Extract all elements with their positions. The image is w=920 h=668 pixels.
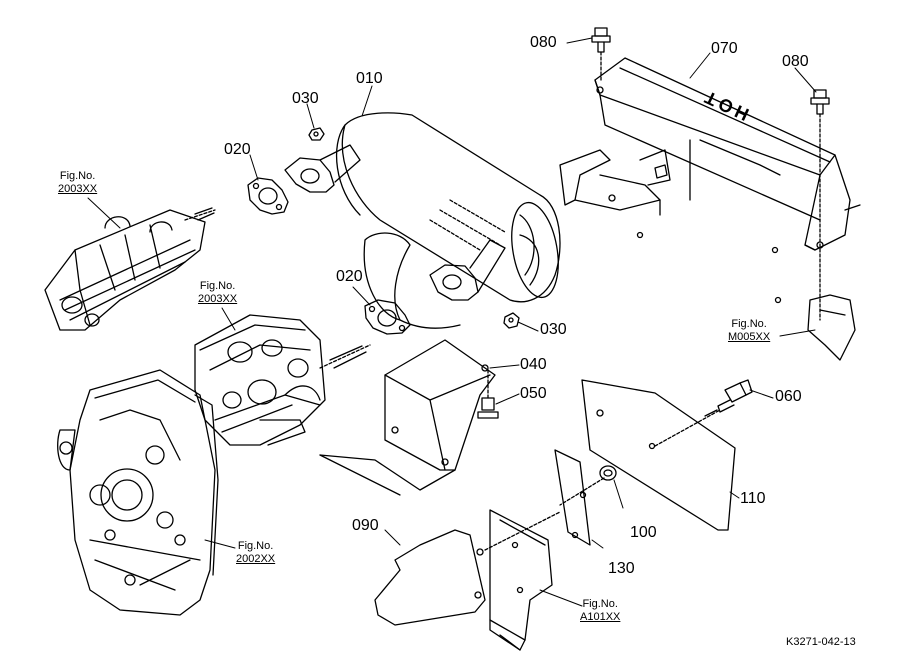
part-label-090: 090 (352, 517, 379, 534)
part-label-020-upper: 020 (224, 141, 251, 158)
fig-ref-label: Fig.No. (237, 540, 274, 552)
fig-ref-label: Fig.No. (731, 318, 767, 330)
part-label-020-lower: 020 (336, 268, 363, 285)
gasket-020-lower-drawing (364, 299, 411, 335)
fig-ref-label: Fig.No. (199, 280, 236, 292)
cylinder-head-upper-drawing (44, 207, 216, 331)
bracket-a101-drawing (489, 509, 553, 651)
fig-ref-m005xx: Fig.No. M005XX (728, 318, 770, 344)
bolt-080-right-drawing (810, 89, 830, 321)
part-label-080-right: 080 (782, 53, 809, 70)
cylinder-head-mid-drawing (194, 314, 371, 446)
fig-ref-label: Fig.No. (582, 598, 618, 610)
cover-090-drawing (374, 511, 561, 626)
part-label-110: 110 (740, 490, 766, 507)
bracket-040-drawing (319, 339, 496, 496)
heat-shield-070-drawing (594, 57, 861, 251)
plate-110-drawing (581, 379, 736, 531)
fig-ref-code: 2003XX (198, 293, 238, 305)
gasket-020-upper-drawing (247, 177, 289, 215)
muffler-010-drawing (284, 112, 561, 329)
part-label-070: 070 (711, 40, 738, 57)
fig-ref-2003xx-upper: Fig.No. 2003XX (58, 170, 97, 196)
fitting-060-drawing (704, 379, 753, 417)
part-label-050: 050 (520, 385, 547, 402)
fig-ref-code: 2002XX (236, 553, 276, 565)
fig-ref-2003xx-mid: Fig.No. 2003XX (198, 280, 237, 306)
drawing-id: K3271-042-13 (786, 636, 856, 648)
part-label-030-upper: 030 (292, 90, 319, 107)
part-label-060: 060 (775, 388, 802, 405)
fig-ref-code: M005XX (728, 331, 771, 343)
fig-ref-code: 2003XX (58, 183, 98, 195)
plate-130-drawing (554, 449, 591, 546)
part-label-080-left: 080 (530, 34, 557, 51)
washer-100-drawing (559, 465, 617, 506)
leader-lines (87, 37, 817, 607)
frame-mount-drawing (559, 139, 856, 361)
fig-ref-a101xx: Fig.No. A101XX (580, 598, 620, 624)
fig-ref-code: A101XX (580, 611, 621, 623)
fig-ref-label: Fig.No. (59, 170, 96, 182)
part-label-130: 130 (608, 560, 635, 577)
fig-ref-2002xx: Fig.No. 2002XX (236, 540, 275, 566)
crankcase-drawing (57, 369, 219, 616)
bolt-050-drawing (477, 369, 499, 419)
part-label-010: 010 (356, 70, 383, 87)
part-label-030-lower: 030 (540, 321, 567, 338)
part-label-100: 100 (630, 524, 657, 541)
nut-030-upper-drawing (308, 127, 325, 141)
bolt-080-left-drawing (591, 27, 611, 81)
part-label-040: 040 (520, 356, 547, 373)
nut-030-lower-drawing (503, 312, 520, 329)
